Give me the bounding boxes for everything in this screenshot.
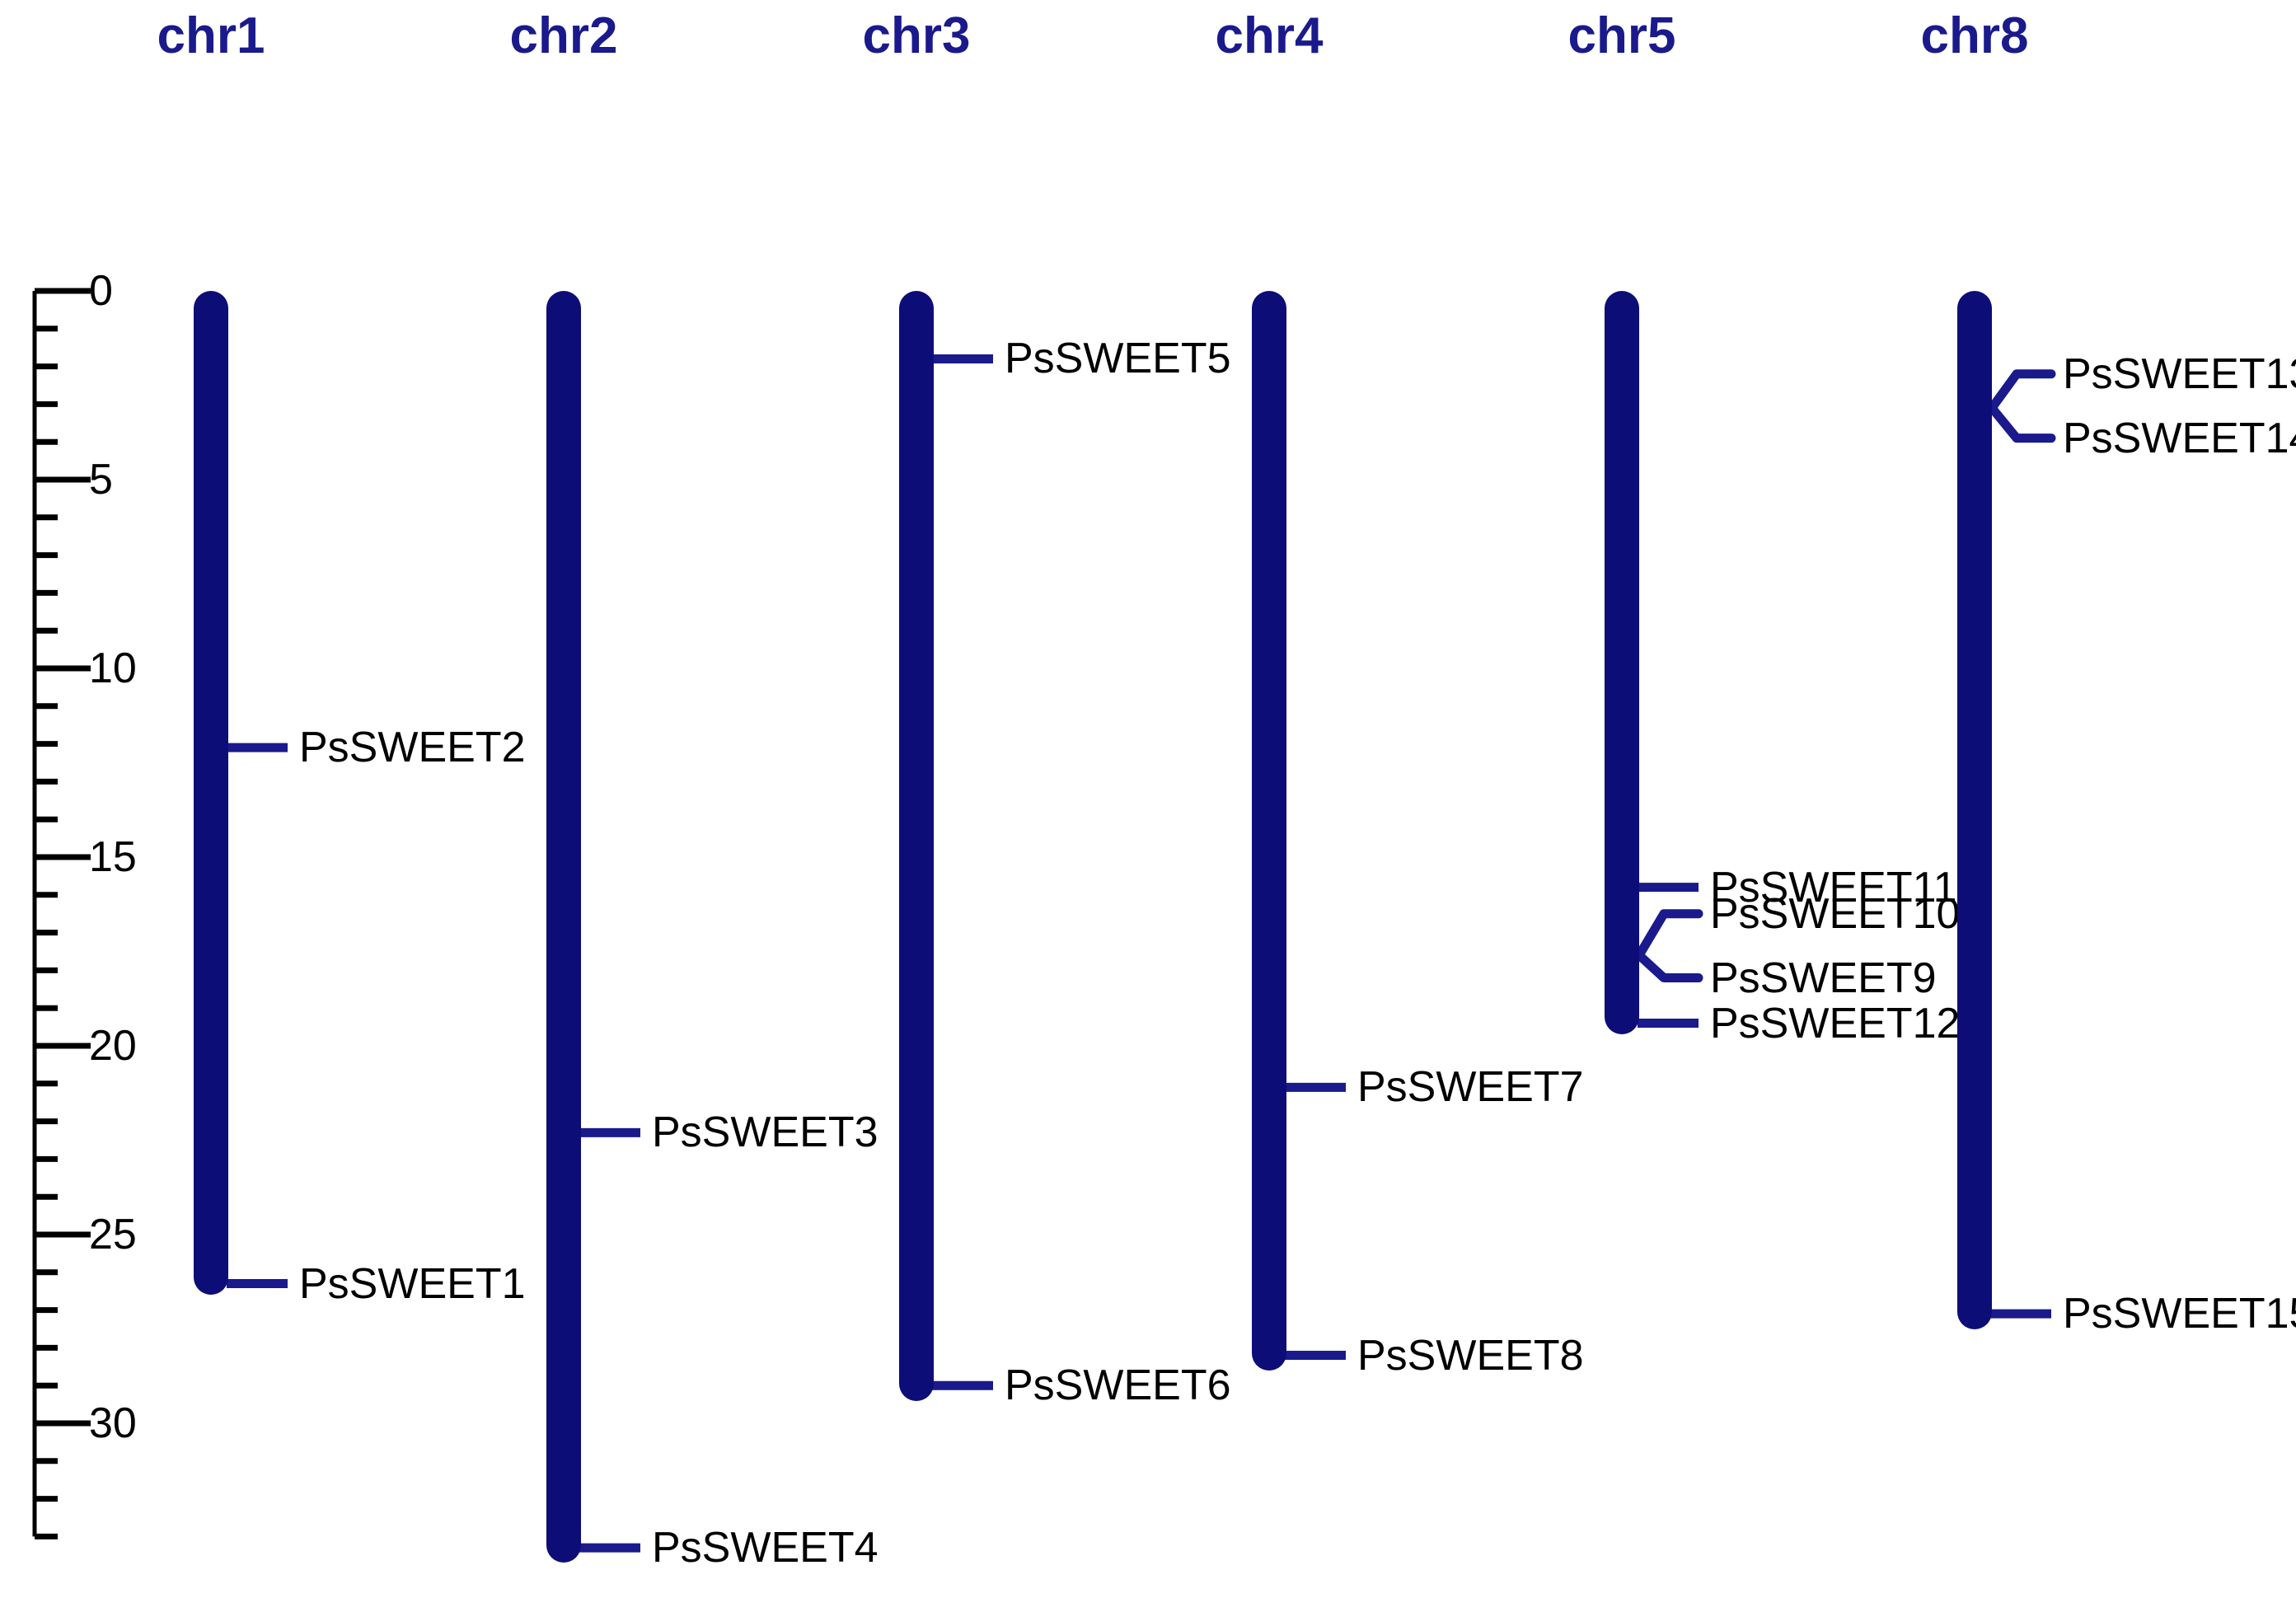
gene-connector-PsSWEET10[interactable] — [1634, 909, 1703, 960]
gene-label-PsSWEET10[interactable]: PsSWEET10 — [1710, 889, 1961, 938]
axis-tick-label-20: 20 — [89, 1022, 137, 1070]
gene-label-PsSWEET15[interactable]: PsSWEET15 — [2063, 1290, 2296, 1338]
chromosome-bar-chr2[interactable] — [546, 291, 581, 1563]
gene-label-PsSWEET9[interactable]: PsSWEET9 — [1710, 954, 1937, 1002]
gene-label-PsSWEET12[interactable]: PsSWEET12 — [1710, 999, 1961, 1047]
chromosome-title-chr8: chr8 — [1920, 7, 2029, 64]
chromosome-title-chr5: chr5 — [1567, 7, 1676, 64]
gene-label-PsSWEET11[interactable]: PsSWEET11 — [1710, 863, 1957, 911]
gene-label-PsSWEET4[interactable]: PsSWEET4 — [652, 1524, 879, 1572]
chromosome-title-chr3: chr3 — [862, 7, 971, 64]
gene-label-PsSWEET7[interactable]: PsSWEET7 — [1357, 1063, 1584, 1112]
axis-tick-label-25: 25 — [89, 1211, 137, 1258]
axis-tick-label-10: 10 — [89, 644, 137, 692]
chromosome-title-chr2: chr2 — [509, 7, 618, 64]
axis-tick-label-0: 0 — [89, 267, 113, 315]
gene-connector-PsSWEET14[interactable] — [1987, 403, 2056, 443]
gene-label-PsSWEET6[interactable]: PsSWEET6 — [1005, 1361, 1231, 1410]
gene-label-PsSWEET8[interactable]: PsSWEET8 — [1357, 1331, 1584, 1380]
axis-tick-label-15: 15 — [89, 833, 137, 881]
gene-label-PsSWEET1[interactable]: PsSWEET1 — [299, 1259, 526, 1308]
gene-connector-PsSWEET9[interactable] — [1634, 950, 1703, 983]
gene-label-PsSWEET14[interactable]: PsSWEET14 — [2063, 414, 2296, 462]
gene-label-PsSWEET2[interactable]: PsSWEET2 — [299, 724, 526, 772]
chromosome-bar-chr8[interactable] — [1957, 291, 1992, 1329]
axis-tick-label-5: 5 — [89, 456, 113, 504]
chromosome-bar-chr3[interactable] — [899, 291, 934, 1401]
gene-label-PsSWEET3[interactable]: PsSWEET3 — [652, 1108, 879, 1157]
axis-tick-label-30: 30 — [89, 1399, 137, 1447]
chromosome-title-chr1: chr1 — [157, 7, 265, 64]
chromosome-bar-chr1[interactable] — [194, 291, 228, 1296]
chromosome-bar-chr5[interactable] — [1605, 291, 1639, 1035]
chromosome-bar-chr4[interactable] — [1252, 291, 1286, 1371]
gene-label-PsSWEET13[interactable]: PsSWEET13 — [2063, 349, 2296, 398]
chromosome-title-chr4: chr4 — [1215, 7, 1324, 64]
gene-label-PsSWEET5[interactable]: PsSWEET5 — [1005, 335, 1231, 383]
gene-connector-PsSWEET13[interactable] — [1987, 369, 2056, 413]
